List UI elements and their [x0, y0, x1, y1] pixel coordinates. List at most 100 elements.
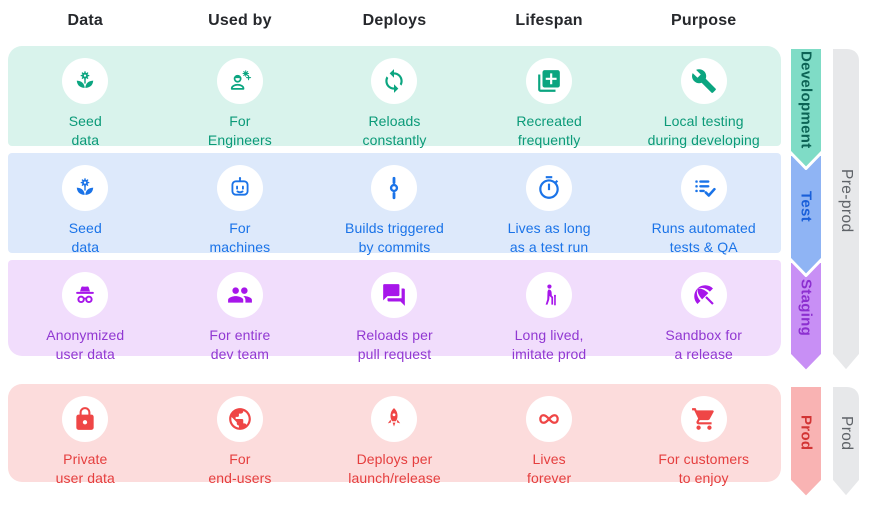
icon-circle [62, 165, 109, 211]
icon-circle [62, 272, 109, 318]
icon-circle [680, 272, 727, 318]
cell-label: Sandbox for a release [665, 327, 742, 362]
cell-label: Reloads constantly [362, 113, 427, 148]
icon-circle [371, 272, 418, 318]
row-prod: Private user data For end-users Deploys … [8, 384, 781, 486]
cell-development-lifespan: Recreated frequently [472, 46, 627, 150]
icon-circle [371, 396, 418, 442]
rocket-icon [381, 406, 407, 432]
row-development: Seed data For Engineers Reloads constant… [8, 46, 781, 148]
ribbon-development-label: Development [797, 50, 815, 149]
icon-circle [371, 58, 418, 104]
cell-staging-lifespan: Long lived, imitate prod [472, 260, 627, 364]
lock-icon [72, 406, 98, 432]
ribbon-prod [788, 384, 824, 499]
column-header-used-by: Used by [208, 12, 272, 29]
column-header-data: Data [67, 12, 104, 29]
row-staging: Anonymized user data For entire dev team… [8, 260, 781, 362]
icon-circle [526, 58, 573, 104]
cell-prod-purpose: For customers to enjoy [626, 384, 781, 488]
timer-icon [536, 175, 562, 201]
icon-circle [680, 58, 727, 104]
cell-label: Lives as long as a test run [507, 220, 591, 255]
cell-staging-deploys: Reloads per pull request [317, 260, 472, 364]
cell-label: Long lived, imitate prod [511, 327, 587, 362]
forum-icon [381, 282, 407, 308]
icon-circle [680, 165, 727, 211]
cell-label: Private user data [55, 451, 115, 486]
cell-label: Reloads per pull request [356, 327, 433, 362]
elderly-icon [536, 282, 562, 308]
sync-icon [381, 68, 407, 94]
cell-development-data: Seed data [8, 46, 163, 150]
cell-label: For Engineers [207, 113, 272, 148]
cell-label: For machines [209, 220, 271, 255]
icon-circle [216, 396, 263, 442]
icon-circle [526, 272, 573, 318]
seed-icon [72, 68, 98, 94]
row-test: Seed data For machines Builds triggered … [8, 153, 781, 255]
group-ribbon-prod-label: Prod [838, 415, 855, 451]
cell-label: Deploys per launch/release [348, 451, 441, 486]
icon-circle [526, 165, 573, 211]
robot-icon [227, 175, 253, 201]
commit-icon [381, 175, 407, 201]
cell-prod-used-by: For end-users [163, 384, 318, 488]
cell-development-deploys: Reloads constantly [317, 46, 472, 150]
column-header-lifespan: Lifespan [515, 12, 583, 29]
icon-circle [680, 396, 727, 442]
wrench-icon [691, 68, 717, 94]
cell-label: Builds triggered by commits [345, 220, 444, 255]
cell-label: For end-users [208, 451, 272, 486]
column-headers: Data Used by Deploys Lifespan Purpose [8, 12, 781, 30]
cell-prod-data: Private user data [8, 384, 163, 488]
cell-test-lifespan: Lives as long as a test run [472, 153, 627, 257]
cell-label: Seed data [68, 220, 102, 255]
beach-umbrella-icon [691, 282, 717, 308]
group-icon [227, 282, 253, 308]
cell-staging-data: Anonymized user data [8, 260, 163, 364]
globe-icon [227, 406, 253, 432]
cell-prod-deploys: Deploys per launch/release [317, 384, 472, 488]
ribbon-development [788, 46, 824, 170]
icon-circle [526, 396, 573, 442]
ribbon-test-label: Test [797, 191, 815, 222]
ribbon-prod-label: Prod [797, 415, 815, 451]
cell-development-purpose: Local testing during developing [626, 46, 781, 150]
cell-test-deploys: Builds triggered by commits [317, 153, 472, 257]
column-header-purpose: Purpose [670, 12, 737, 29]
incognito-icon [72, 282, 98, 308]
group-ribbon-pre-prod [830, 46, 862, 373]
icon-circle [216, 165, 263, 211]
cell-test-purpose: Runs automated tests & QA [626, 153, 781, 257]
icon-circle [216, 272, 263, 318]
icon-circle [216, 58, 263, 104]
cell-label: Recreated frequently [516, 113, 582, 148]
cell-label: For entire dev team [209, 327, 271, 362]
library-add-icon [536, 68, 562, 94]
cell-label: Lives forever [526, 451, 572, 486]
cell-development-used-by: For Engineers [163, 46, 318, 150]
group-ribbon-prod [830, 384, 862, 499]
group-ribbon-pre-prod-label: Pre-prod [838, 169, 855, 233]
cell-staging-purpose: Sandbox for a release [626, 260, 781, 364]
cell-test-data: Seed data [8, 153, 163, 257]
icon-circle [62, 396, 109, 442]
infinity-icon [536, 406, 562, 432]
icon-circle [371, 165, 418, 211]
cell-label: Local testing during developing [647, 113, 760, 148]
icon-circle [62, 58, 109, 104]
cell-test-used-by: For machines [163, 153, 318, 257]
cell-prod-lifespan: Lives forever [472, 384, 627, 488]
cell-label: Seed data [68, 113, 102, 148]
ribbon-staging-label: Staging [797, 279, 815, 337]
cell-label: Runs automated tests & QA [651, 220, 756, 255]
cell-label: For customers to enjoy [658, 451, 750, 486]
engineering-icon [227, 68, 253, 94]
cart-icon [691, 406, 717, 432]
cell-staging-used-by: For entire dev team [163, 260, 318, 364]
column-header-deploys: Deploys [362, 12, 427, 29]
checklist-icon [691, 175, 717, 201]
cell-label: Anonymized user data [46, 327, 125, 362]
